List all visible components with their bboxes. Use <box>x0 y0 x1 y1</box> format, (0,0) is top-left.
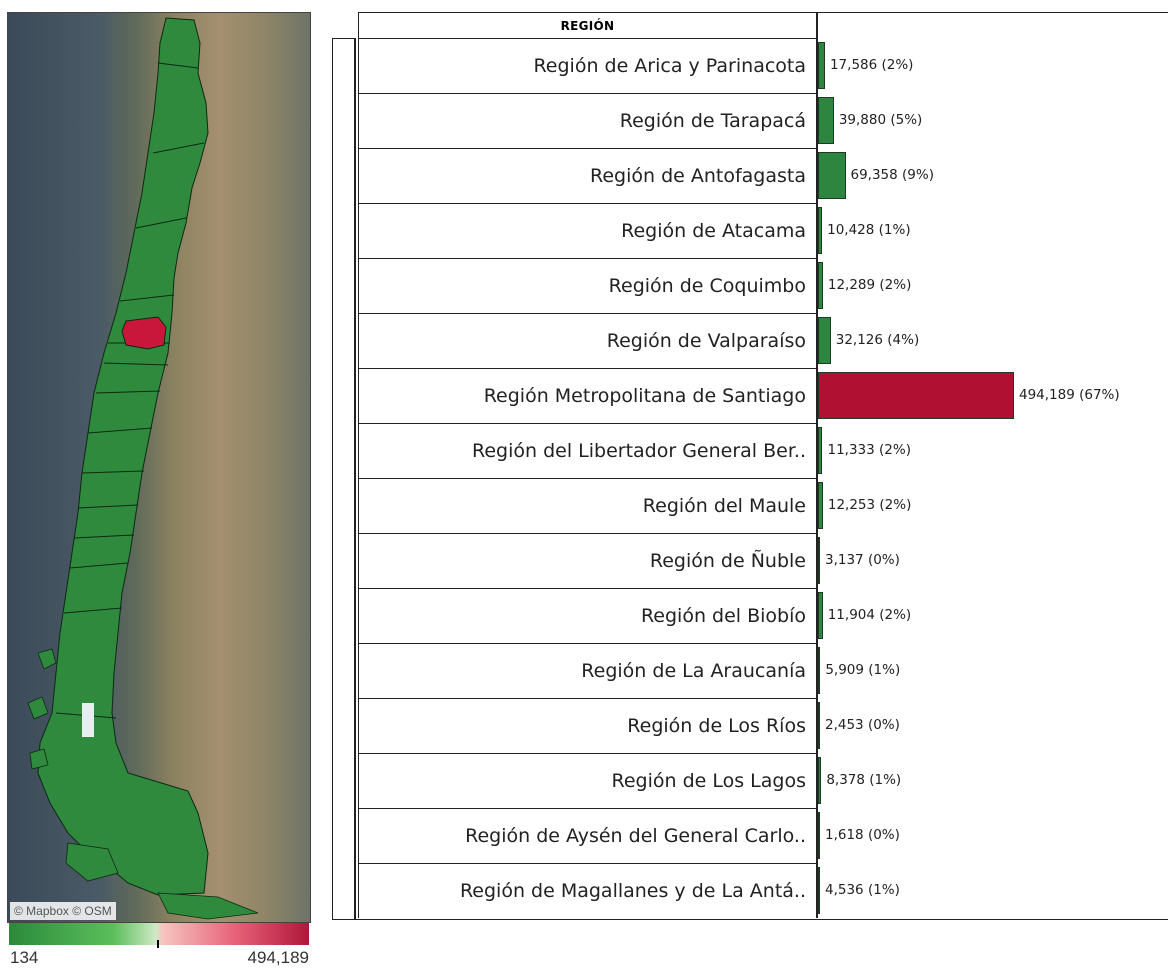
value-label: 32,126 (4%) <box>835 332 920 348</box>
value-column-header <box>818 12 1168 38</box>
value-bar[interactable] <box>818 812 820 859</box>
region-column-header[interactable]: REGIÓN <box>358 12 818 38</box>
ice-field <box>82 703 94 737</box>
map-region-outline <box>37 17 209 896</box>
value-bar[interactable] <box>818 42 825 89</box>
value-bar[interactable] <box>818 262 823 309</box>
value-label: 12,289 (2%) <box>827 277 912 293</box>
table-row[interactable]: Región Metropolitana de Santiago 494,189 … <box>356 368 1168 423</box>
region-label: Región de Valparaíso <box>358 313 818 368</box>
region-label: Región del Maule <box>358 478 818 533</box>
region-label: Región de Tarapacá <box>358 93 818 148</box>
table-row[interactable]: Región de La Araucanía 5,909 (1%) <box>356 643 1168 698</box>
value-bar[interactable] <box>818 207 823 254</box>
value-label: 11,333 (2%) <box>827 442 911 458</box>
choropleth-map[interactable]: © Mapbox © OSM <box>7 12 311 923</box>
table-row[interactable]: Región de Coquimbo 12,289 (2%) <box>356 258 1168 313</box>
value-bar[interactable] <box>818 757 822 804</box>
value-label: 4,536 (1%) <box>825 882 900 898</box>
table-row[interactable]: Región del Libertador General Ber.. 11,33… <box>356 423 1168 478</box>
value-label: 17,586 (2%) <box>829 57 914 73</box>
region-label: Región del Libertador General Ber.. <box>358 423 818 478</box>
region-label: Región de Arica y Parinacota <box>358 38 818 93</box>
value-label: 2,453 (0%) <box>825 717 900 733</box>
legend-min-label: 134 <box>10 948 39 967</box>
value-bar[interactable] <box>818 537 820 584</box>
region-label: Región de La Araucanía <box>358 643 818 698</box>
region-label: Región de Atacama <box>358 203 818 258</box>
value-label: 8,378 (1%) <box>826 772 902 788</box>
value-bar[interactable] <box>818 702 820 749</box>
region-label: Región de Los Ríos <box>358 698 818 753</box>
map-attribution[interactable]: © Mapbox © OSM <box>10 902 116 920</box>
table-bottom-border <box>356 919 1168 920</box>
region-label: Región de Magallanes y de La Antá.. <box>358 863 818 918</box>
value-bar[interactable] <box>818 152 846 199</box>
table-row[interactable]: Región del Biobío 11,904 (2%) <box>356 588 1168 643</box>
value-label: 10,428 (1%) <box>827 222 911 238</box>
value-bar[interactable] <box>818 97 834 144</box>
table-row[interactable]: Región de Arica y Parinacota 17,586 (2%) <box>356 38 1168 93</box>
value-label: 1,618 (0%) <box>825 827 900 843</box>
table-row[interactable]: Región de Ñuble 3,137 (0%) <box>356 533 1168 588</box>
table-row[interactable]: Región de Atacama 10,428 (1%) <box>356 203 1168 258</box>
table-row[interactable]: Región del Maule 12,253 (2%) <box>356 478 1168 533</box>
value-bar[interactable] <box>818 592 823 639</box>
value-label: 494,189 (67%) <box>1019 387 1120 403</box>
region-label: Región de Antofagasta <box>358 148 818 203</box>
value-bar[interactable] <box>818 427 823 474</box>
region-label: Región Metropolitana de Santiago <box>358 368 818 423</box>
region-label: Región del Biobío <box>358 588 818 643</box>
value-label: 39,880 (5%) <box>838 112 923 128</box>
value-bar[interactable] <box>818 482 823 529</box>
legend-midpoint-tick <box>157 940 159 948</box>
region-label: Región de Coquimbo <box>358 258 818 313</box>
value-label: 3,137 (0%) <box>825 552 900 568</box>
value-bar[interactable] <box>818 867 820 914</box>
value-bar[interactable] <box>818 317 831 364</box>
value-label: 5,909 (1%) <box>825 662 901 678</box>
region-label: Región de Aysén del General Carlo.. <box>358 808 818 863</box>
table-row[interactable]: Región de Valparaíso 32,126 (4%) <box>356 313 1168 368</box>
value-label: 11,904 (2%) <box>827 607 912 623</box>
value-label: 69,358 (9%) <box>850 167 934 183</box>
row-selector-strip <box>332 38 356 920</box>
table-row[interactable]: Región de Los Ríos 2,453 (0%) <box>356 698 1168 753</box>
region-label: Región de Los Lagos <box>358 753 818 808</box>
table-row[interactable]: Región de Antofagasta 69,358 (9%) <box>356 148 1168 203</box>
southern-islands <box>27 648 259 920</box>
color-legend-bar <box>9 923 309 945</box>
region-label: Región de Ñuble <box>358 533 818 588</box>
table-row[interactable]: Región de Aysén del General Carlo.. 1,618… <box>356 808 1168 863</box>
map-canvas <box>27 17 259 920</box>
value-bar[interactable] <box>818 647 821 694</box>
value-bar[interactable] <box>818 372 1014 419</box>
legend-max-label: 494,189 <box>247 948 309 967</box>
value-label: 12,253 (2%) <box>827 497 912 513</box>
table-row[interactable]: Región de Los Lagos 8,378 (1%) <box>356 753 1168 808</box>
table-row[interactable]: Región de Tarapacá 39,880 (5%) <box>356 93 1168 148</box>
table-row[interactable]: Región de Magallanes y de La Antá.. 4,536… <box>356 863 1168 918</box>
santiago-region[interactable] <box>121 316 167 350</box>
